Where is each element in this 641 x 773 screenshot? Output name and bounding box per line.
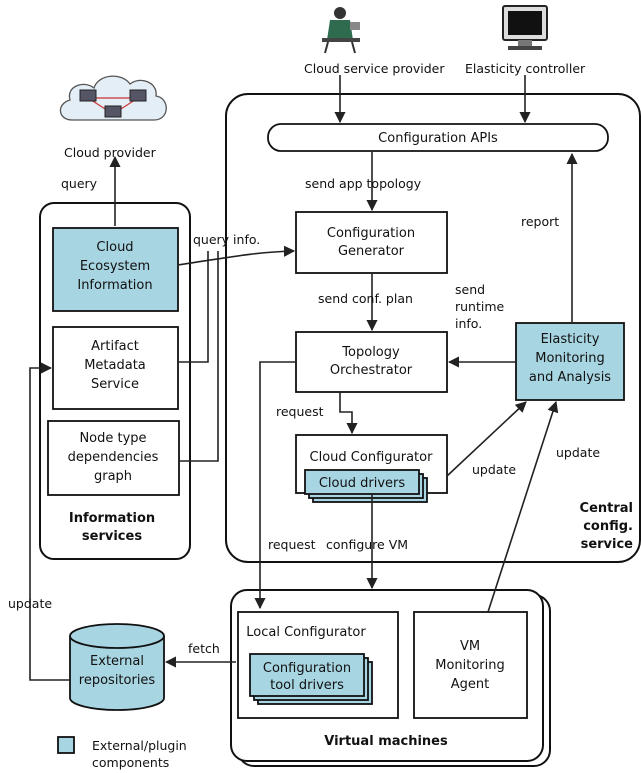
node-type-deps-line2: dependencies <box>68 450 159 465</box>
node-type-deps-line1: Node type <box>79 431 146 446</box>
artifact-metadata-line1: Artifact <box>91 339 139 354</box>
send-app-topology-label: send app topology <box>305 176 422 191</box>
cloud-ecosystem-line2: Ecosystem <box>80 259 150 274</box>
send-runtime-label-line3: info. <box>455 316 482 331</box>
edge-orchestrator-to-local-configurator <box>254 361 296 610</box>
cloud-service-provider-label: Cloud service provider <box>304 61 445 76</box>
artifact-metadata-line2: Metadata <box>84 358 146 373</box>
configuration-generator-box <box>295 211 448 274</box>
topology-orchestrator-line1: Topology <box>341 345 400 360</box>
edge-orchestrator-to-cloud-configurator <box>339 392 358 435</box>
cloud-drivers-box <box>304 469 420 495</box>
report-label: report <box>521 214 559 229</box>
cloud-provider-label: Cloud provider <box>64 145 157 160</box>
local-configurator-label: Local Configurator <box>246 625 366 640</box>
configuration-apis-label: Configuration APIs <box>378 131 498 146</box>
edge-repo-update <box>29 362 70 681</box>
vm-monitoring-agent-box <box>413 611 528 719</box>
request-local-label: request <box>268 537 316 552</box>
edge-artifact-query <box>178 251 209 363</box>
vm-monitoring-agent-line3: Agent <box>451 677 489 692</box>
edge-query-info <box>177 245 296 266</box>
cloud-network-icon <box>59 75 167 121</box>
request-cloud-label: request <box>276 404 324 419</box>
legend-label-line2: components <box>92 755 169 770</box>
person-at-desk-icon <box>322 7 360 54</box>
artifact-metadata-line3: Service <box>91 377 139 392</box>
central-config-label-line2: config. <box>583 519 633 534</box>
topology-orchestrator-box <box>295 331 448 393</box>
elasticity-controller-label: Elasticity controller <box>465 61 586 76</box>
legend-label-line1: External/plugin <box>92 738 187 753</box>
update-vm-label: update <box>556 445 600 460</box>
elasticity-monitoring-line3: and Analysis <box>529 370 611 385</box>
elasticity-monitoring-box <box>515 322 625 401</box>
topology-orchestrator-line2: Orchestrator <box>330 363 413 378</box>
send-runtime-label-line2: runtime <box>455 299 505 314</box>
edge-vm-agent-update <box>487 400 559 613</box>
central-config-label-line1: Central <box>580 501 633 516</box>
information-services-label-line2: services <box>82 529 142 544</box>
query-label: query <box>61 176 98 191</box>
information-services-label-line1: Information <box>69 511 155 526</box>
cloud-drivers-label: Cloud drivers <box>319 476 406 491</box>
config-tool-drivers-box <box>249 653 365 697</box>
config-tool-drivers-line1: Configuration <box>263 661 351 676</box>
virtual-machines-label: Virtual machines <box>324 734 448 749</box>
cloud-ecosystem-box <box>52 227 179 312</box>
elasticity-monitoring-line1: Elasticity <box>541 332 600 347</box>
cloud-ecosystem-line1: Cloud <box>96 240 133 255</box>
update-repo-label: update <box>8 596 52 611</box>
central-config-label-line3: service <box>581 537 634 552</box>
send-conf-plan-label: send conf. plan <box>318 291 413 306</box>
query-info-label: query info. <box>193 232 260 247</box>
update-cloud-conf-label: update <box>472 462 516 477</box>
cloud-ecosystem-line3: Information <box>77 278 152 293</box>
node-type-deps-line3: graph <box>94 469 132 484</box>
configure-vm-label: configure VM <box>326 537 408 552</box>
legend-swatch <box>57 736 75 754</box>
fetch-label: fetch <box>188 641 220 656</box>
external-repositories-line1: External <box>90 654 144 669</box>
elasticity-monitoring-line2: Monitoring <box>535 351 605 366</box>
configuration-generator-line2: Generator <box>338 244 405 259</box>
external-repositories-line2: repositories <box>79 673 156 688</box>
send-runtime-label-line1: send <box>455 282 485 297</box>
edge-deps-query <box>179 251 219 462</box>
monitor-icon <box>502 5 548 50</box>
vm-monitoring-agent-line2: Monitoring <box>435 658 505 673</box>
configuration-generator-line1: Configuration <box>327 226 415 241</box>
external-repositories-cylinder <box>69 623 165 711</box>
cloud-configurator-label: Cloud Configurator <box>310 450 434 465</box>
configuration-apis-box <box>267 123 609 152</box>
node-type-deps-box <box>47 420 180 496</box>
artifact-metadata-box <box>52 326 179 410</box>
vm-monitoring-agent-line1: VM <box>460 639 480 654</box>
config-tool-drivers-line2: tool drivers <box>270 678 344 693</box>
edge-cloud-configurator-update <box>446 401 527 477</box>
